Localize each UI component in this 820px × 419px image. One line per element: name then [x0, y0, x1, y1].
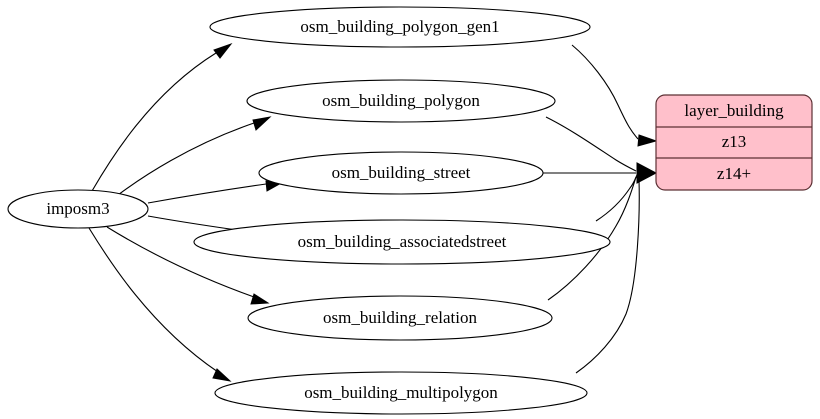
record-row-label-z14plus: z14+ — [717, 164, 751, 183]
arrowhead-osm_building_relation — [250, 293, 270, 305]
record-row-label-z13: z13 — [722, 132, 747, 151]
node-osm_building_multipolygon[interactable]: osm_building_multipolygon — [214, 371, 588, 415]
edge-osm_building_multipolygon-to-z14 — [575, 179, 640, 374]
edge-osm_building_relation-to-z14 — [547, 176, 637, 301]
edge-group-intermediates-to-layer — [543, 44, 658, 374]
edge-imposm3-to-osm_building_relation — [106, 226, 255, 298]
edge-imposm3-to-osm_building_polygon — [117, 122, 255, 196]
node-label-osm_building_polygon: osm_building_polygon — [322, 91, 480, 110]
arrowhead-osm_building_multipolygon — [212, 368, 232, 382]
node-osm_building_polygon_gen1[interactable]: osm_building_polygon_gen1 — [209, 6, 591, 48]
node-osm_building_street[interactable]: osm_building_street — [258, 151, 544, 195]
ellipse-osm_building_multipolygon[interactable] — [214, 371, 588, 415]
ellipse-osm_building_polygon_gen1[interactable] — [209, 6, 591, 48]
ellipse-osm_building_street[interactable] — [258, 151, 544, 195]
ellipse-imposm3[interactable] — [7, 189, 149, 229]
ellipse-osm_building_polygon[interactable] — [246, 79, 556, 123]
node-imposm3[interactable]: imposm3 — [7, 189, 149, 229]
node-layer_building-record[interactable]: layer_building z13 z14+ — [655, 94, 813, 191]
edge-imposm3-to-osm_building_multipolygon — [88, 227, 219, 373]
arrowhead-z14plus — [636, 162, 658, 184]
node-label-osm_building_relation: osm_building_relation — [323, 308, 477, 327]
node-osm_building_associatedstreet[interactable]: osm_building_associatedstreet — [193, 219, 611, 265]
ellipse-osm_building_relation[interactable] — [247, 295, 553, 341]
ellipse-osm_building_associatedstreet[interactable] — [193, 219, 611, 265]
node-label-osm_building_polygon_gen1: osm_building_polygon_gen1 — [300, 17, 499, 36]
edge-imposm3-to-osm_building_street — [147, 183, 267, 204]
arrowhead-z13 — [637, 134, 658, 147]
node-label-osm_building_street: osm_building_street — [332, 163, 471, 182]
edge-osm_building_polygon-to-z14 — [545, 116, 637, 172]
node-label-osm_building_associatedstreet: osm_building_associatedstreet — [298, 232, 507, 251]
arrowhead-osm_building_polygon_gen1 — [213, 42, 233, 59]
edge-imposm3-to-osm_building_polygon_gen1 — [91, 52, 217, 192]
node-label-osm_building_multipolygon: osm_building_multipolygon — [304, 383, 498, 402]
node-osm_building_polygon[interactable]: osm_building_polygon — [246, 79, 556, 123]
edge-osm_building_polygon_gen1-to-z13 — [571, 44, 639, 140]
arrowhead-osm_building_polygon — [252, 116, 272, 131]
record-row-label-layer_building: layer_building — [684, 101, 784, 120]
node-osm_building_relation[interactable]: osm_building_relation — [247, 295, 553, 341]
edge-osm_building_associatedstreet-to-z14 — [595, 174, 638, 222]
record-background[interactable] — [655, 94, 813, 191]
node-label-imposm3: imposm3 — [46, 199, 109, 218]
